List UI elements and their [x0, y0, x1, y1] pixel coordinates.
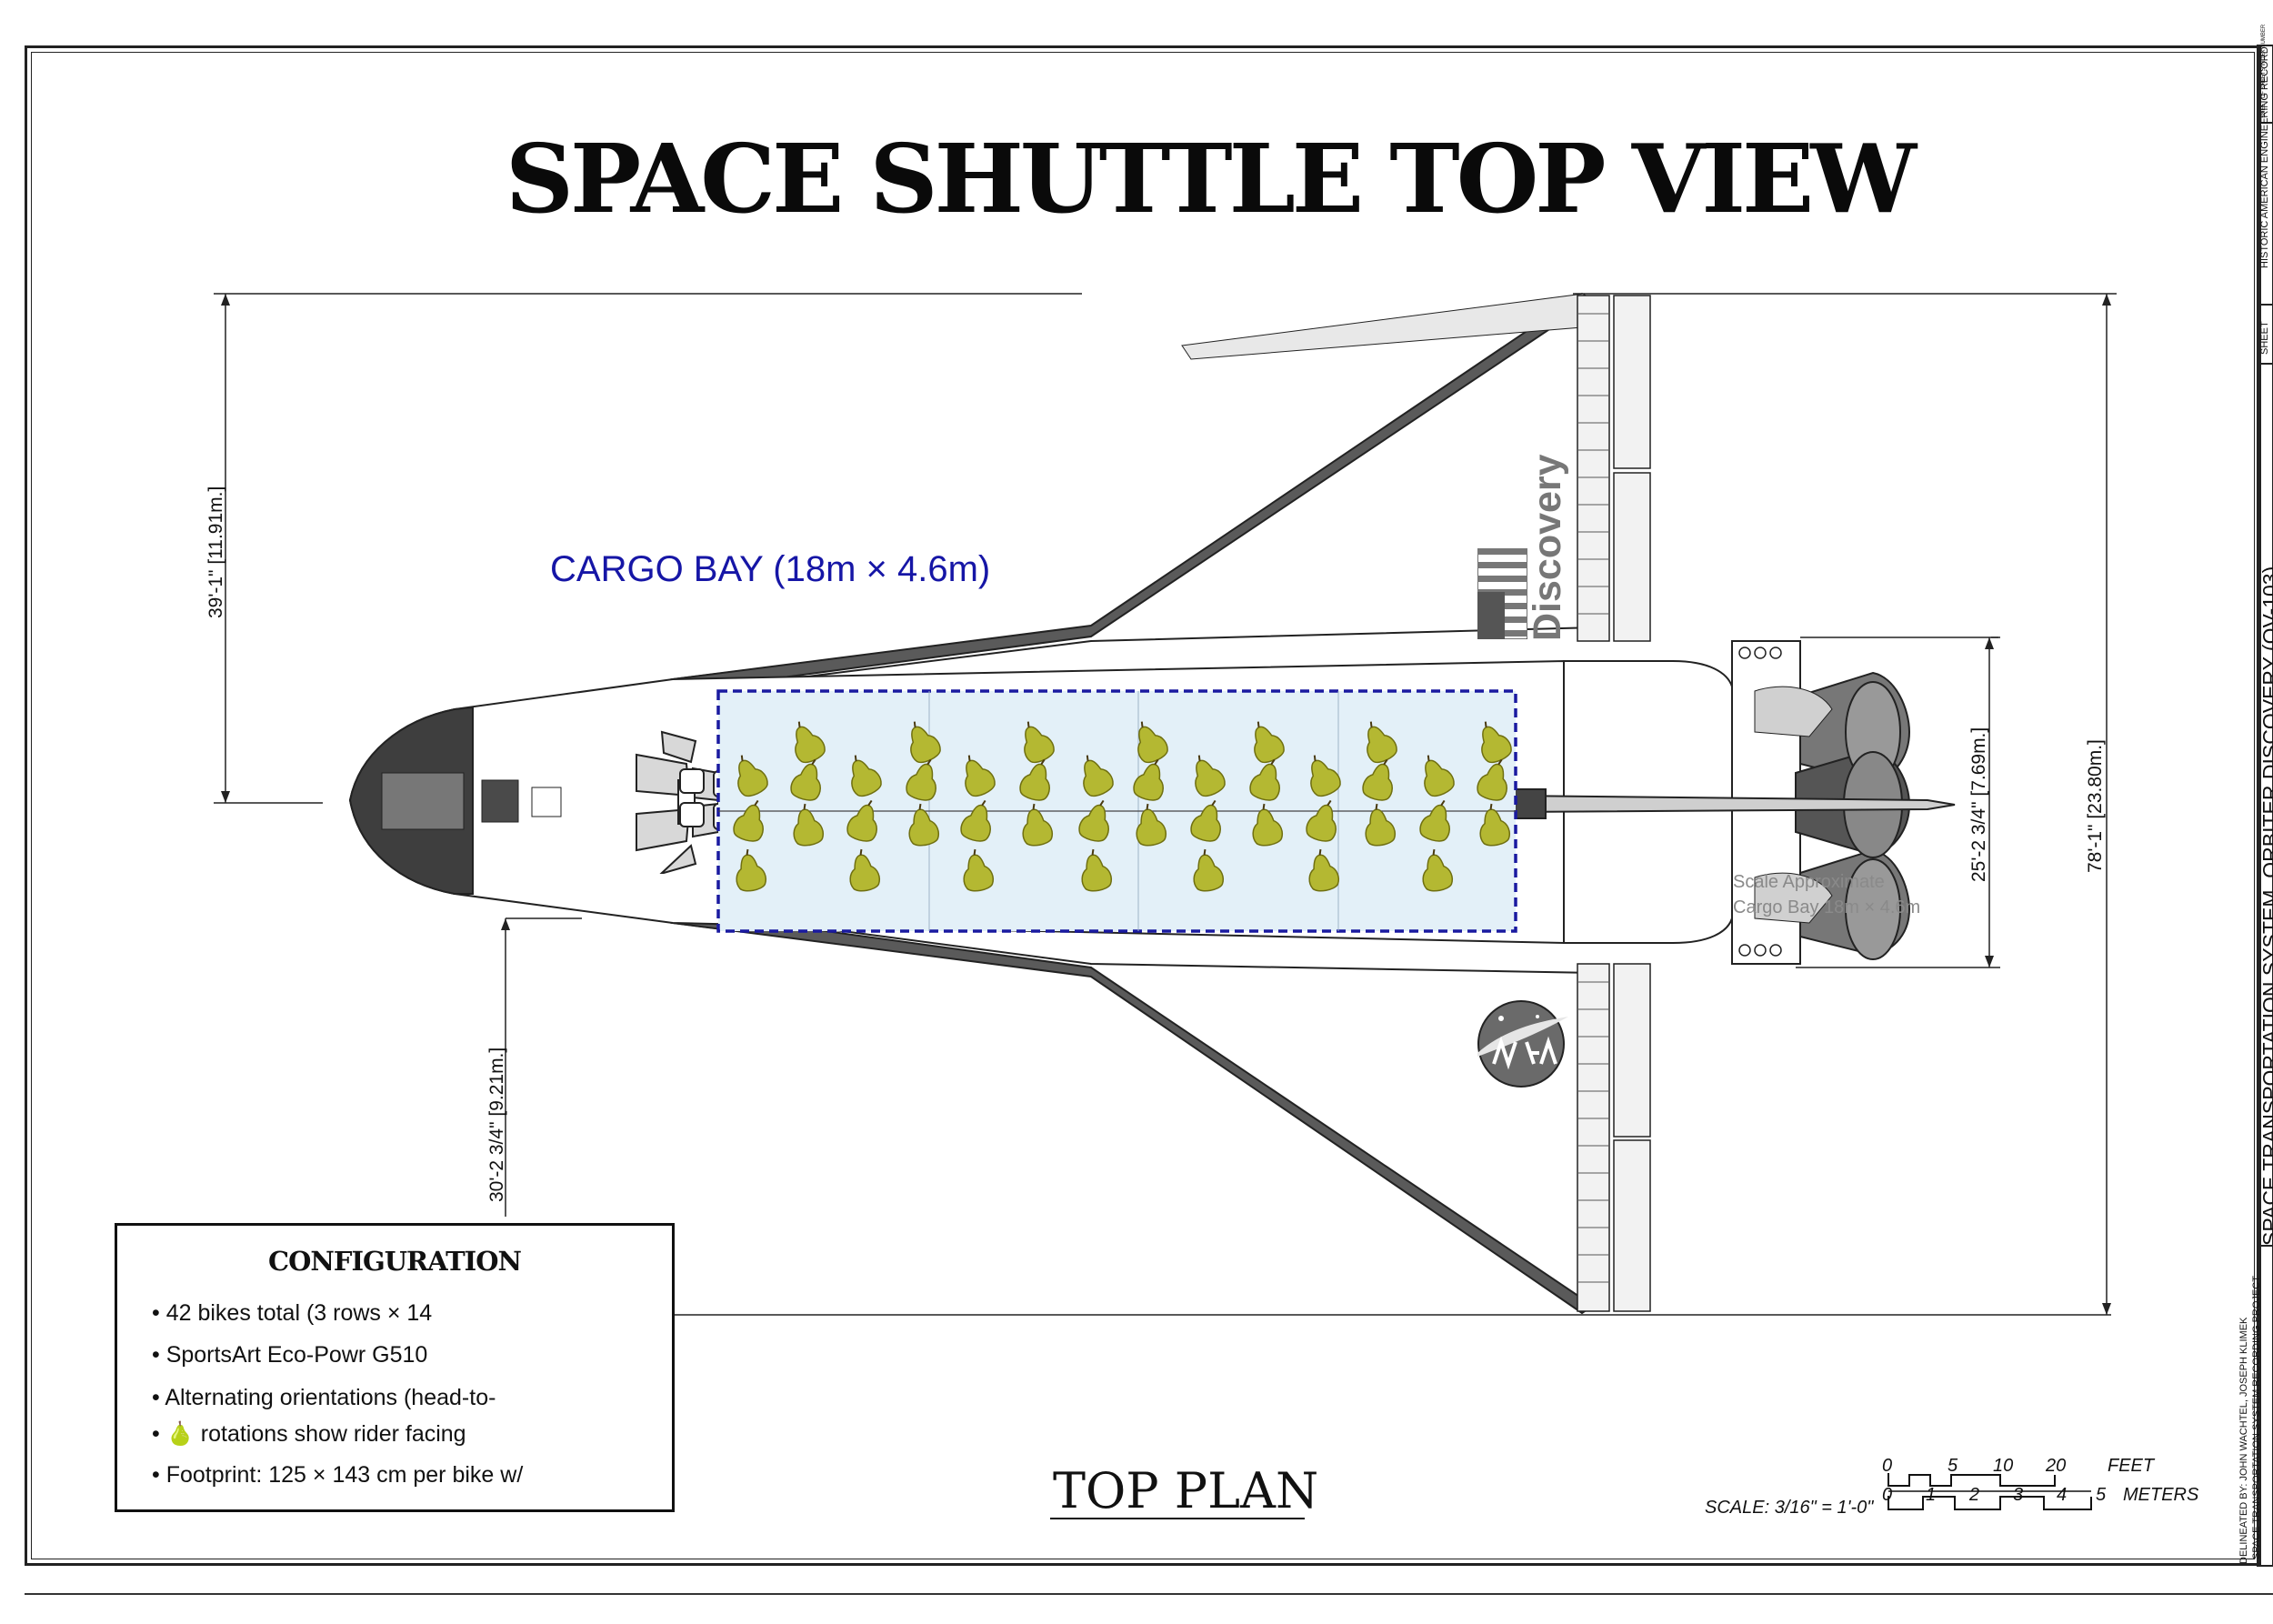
pear-icon — [1362, 758, 1393, 801]
scale-text: SCALE: 3/16" = 1'-0" — [1705, 1498, 1874, 1518]
cargo-bay-label: CARGO BAY (18m × 4.6m) — [550, 549, 991, 589]
nasa-meatball-icon — [1477, 1000, 1568, 1088]
dimension-engine-span: 25'-2 3/4" [7.69m.] — [1968, 727, 1989, 882]
pear-icon — [1365, 803, 1397, 847]
scale-feet-tick: 10 — [1993, 1456, 2014, 1476]
dimension-lower-left: 30'-2 3/4" [9.21m.] — [486, 1047, 507, 1202]
approx-note: Scale Approximate Cargo Bay 18m × 4.6m — [1733, 869, 1920, 920]
pear-icon — [1022, 803, 1054, 847]
pear-icon — [963, 848, 995, 892]
pear-icon — [1419, 799, 1450, 842]
pear-icon — [851, 755, 882, 797]
page-title: SPACE SHUTTLE TOP VIEW — [505, 123, 1917, 235]
pear-icon — [1310, 755, 1341, 797]
configuration-heading: CONFIGURATION — [268, 1246, 522, 1277]
drawing-frame-inner — [31, 52, 2255, 1559]
pear-icon — [906, 758, 936, 801]
cargo-bay-panels — [718, 691, 1516, 931]
scale-meter-tick: 3 — [2013, 1485, 2024, 1505]
us-flag-icon — [1477, 548, 1527, 639]
scale-feet-tick: 0 — [1882, 1456, 1893, 1476]
config-item: • 42 bikes total (3 rows × 14 — [152, 1300, 433, 1326]
pear-icon — [1252, 803, 1284, 847]
pear-icon — [1308, 848, 1340, 892]
scale-meter-tick: 5 — [2096, 1485, 2107, 1505]
pear-icon — [1422, 848, 1454, 892]
sheet-index-label: SHEET OF SHEETS INDEX NUMBER — [2261, 24, 2267, 118]
scale-meter-tick: 0 — [1882, 1485, 1893, 1505]
config-item: • Alternating orientations (head-to- — [152, 1385, 496, 1410]
scale-meter-tick: 1 — [1926, 1485, 1937, 1505]
recording-project: SPACE TRANSPORTATION SYSTEM RECORDING PR… — [2251, 1276, 2262, 1559]
scale-feet-tick: 20 — [2046, 1456, 2067, 1476]
pear-icon — [790, 758, 821, 801]
scale-bar — [1887, 1473, 2092, 1510]
project-title: SPACE TRANSPORTATION SYSTEM, ORBITER DIS… — [2258, 566, 2273, 1246]
upper-elevons — [1577, 295, 1651, 642]
pear-icon — [960, 799, 991, 842]
bike-markers — [733, 721, 1512, 892]
pear-icon — [1078, 799, 1109, 842]
engine-ports — [1738, 647, 1782, 957]
bottom-rule — [25, 1593, 2273, 1595]
lower-elevons — [1577, 963, 1651, 1312]
pear-icon — [1249, 758, 1280, 801]
dimension-upper-left: 39'-1" [11.91m.] — [205, 486, 226, 618]
drawing-frame-outer — [25, 45, 2261, 1566]
pear-icon — [736, 848, 767, 892]
lower-wing — [670, 909, 1597, 1315]
pear-icon — [1083, 755, 1114, 797]
pear-icon — [1133, 758, 1164, 801]
dimension-lines — [214, 293, 2117, 1316]
pear-icon — [1081, 848, 1113, 892]
approx-note-line1: Scale Approximate — [1733, 872, 1885, 892]
pear-icon — [849, 848, 881, 892]
pear-icon — [793, 803, 825, 847]
scale-meters-label: METERS — [2123, 1485, 2199, 1505]
plan-label: TOP PLAN — [1053, 1462, 1319, 1519]
approx-note-line2: Cargo Bay 18m × 4.6m — [1733, 897, 1921, 917]
scale-meter-tick: 4 — [2057, 1485, 2068, 1505]
delineated-by: DELINEATED BY: JOHN WACHTEL, JOSEPH KLIM… — [2238, 1317, 2249, 1564]
pear-icon — [733, 799, 764, 842]
upper-wing — [670, 292, 1597, 693]
config-item: • 🍐 rotations show rider facing — [152, 1421, 466, 1447]
pear-icon — [1479, 803, 1511, 847]
scale-feet-tick: 5 — [1948, 1456, 1958, 1476]
pear-icon — [1193, 848, 1225, 892]
pear-icon — [1477, 758, 1507, 801]
pear-icon — [965, 755, 996, 797]
pear-icon — [908, 803, 940, 847]
pear-icon — [737, 755, 768, 797]
dimension-total-span: 78'-1" [23.80m.] — [2085, 739, 2106, 873]
pear-icon — [1424, 755, 1455, 797]
pear-icon — [846, 799, 877, 842]
sheet-label: SHEET — [2259, 321, 2270, 355]
plan-label-underline — [1050, 1518, 1305, 1519]
scale-meter-tick: 2 — [1969, 1485, 1980, 1505]
pear-icon — [1306, 799, 1337, 842]
pear-icon — [1195, 755, 1226, 797]
orbiter-name: Discovery — [1526, 454, 1569, 641]
pear-icon — [1019, 758, 1050, 801]
scale-feet-label: FEET — [2108, 1456, 2155, 1476]
pear-icon — [1190, 799, 1221, 842]
config-item: • SportsArt Eco-Powr G510 — [152, 1342, 428, 1368]
pear-icon — [1136, 803, 1167, 847]
config-item: • Footprint: 125 × 143 cm per bike w/ — [152, 1462, 524, 1488]
configuration-panel: CONFIGURATION • 42 bikes total (3 rows ×… — [115, 1223, 675, 1512]
title-block — [2257, 45, 2273, 1567]
